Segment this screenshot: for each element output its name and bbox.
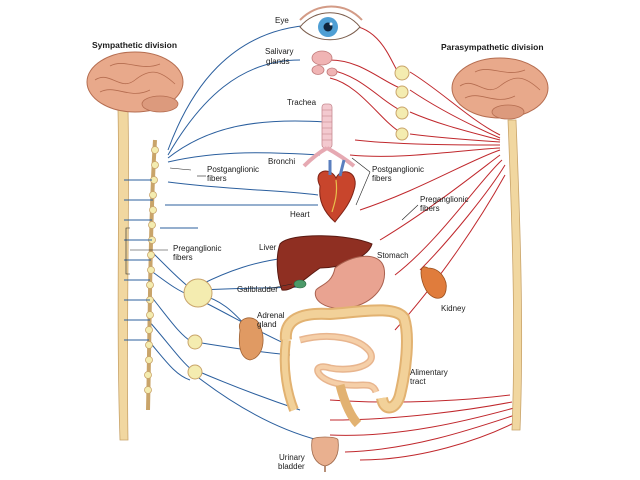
label-adrenal-1: Adrenal (257, 311, 285, 320)
label-alimentary-1: Alimentary (410, 368, 448, 377)
title-parasympathetic: Parasympathetic division (441, 42, 544, 52)
brain-icon (86, 51, 184, 113)
label-alimentary-2: tract (410, 377, 426, 386)
label-salivary-1: Salivary (265, 47, 293, 56)
kidney-icon (420, 266, 447, 299)
label-adrenal-2: gland (257, 320, 277, 329)
salivary-glands-icon (311, 50, 338, 77)
trachea-icon (302, 103, 356, 168)
adrenal-gland-icon (238, 317, 264, 361)
intestine-icon (279, 304, 413, 428)
label-eye: Eye (275, 16, 289, 25)
label-postganglionic-right-2: fibers (372, 174, 392, 183)
brain-icon (451, 57, 549, 120)
sympathetic-cns (86, 51, 184, 441)
label-salivary-2: glands (266, 57, 290, 66)
eye-icon (299, 5, 363, 41)
urinary-bladder-icon (311, 436, 339, 472)
label-heart: Heart (290, 210, 310, 219)
label-postganglionic-left-1: Postganglionic (207, 165, 259, 174)
label-kidney: Kidney (441, 304, 465, 313)
label-bladder-2: bladder (278, 462, 305, 471)
label-bladder-1: Urinary (279, 453, 305, 462)
label-stomach: Stomach (377, 251, 409, 260)
label-postganglionic-right-1: Postganglionic (372, 165, 424, 174)
label-preganglionic-left-2: fibers (173, 253, 193, 262)
label-liver: Liver (259, 243, 277, 252)
parasympathetic-cns (451, 57, 549, 431)
cranial-ganglia (394, 65, 410, 141)
liver-icon (276, 235, 373, 291)
parasympathetic-fibers (329, 24, 517, 461)
heart-icon (317, 159, 356, 223)
collateral-ganglia (183, 278, 213, 380)
label-postganglionic-left-2: fibers (207, 174, 227, 183)
label-preganglionic-left-1: Preganglionic (173, 244, 221, 253)
label-bronchi: Bronchi (268, 157, 295, 166)
title-sympathetic: Sympathetic division (92, 40, 177, 50)
label-gallbladder: Gallbladder (237, 285, 278, 294)
leader-lines (130, 157, 419, 290)
label-preganglionic-right-1: Preganglionic (420, 195, 468, 204)
label-trachea: Trachea (287, 98, 317, 107)
label-preganglionic-right-2: fibers (420, 204, 440, 213)
